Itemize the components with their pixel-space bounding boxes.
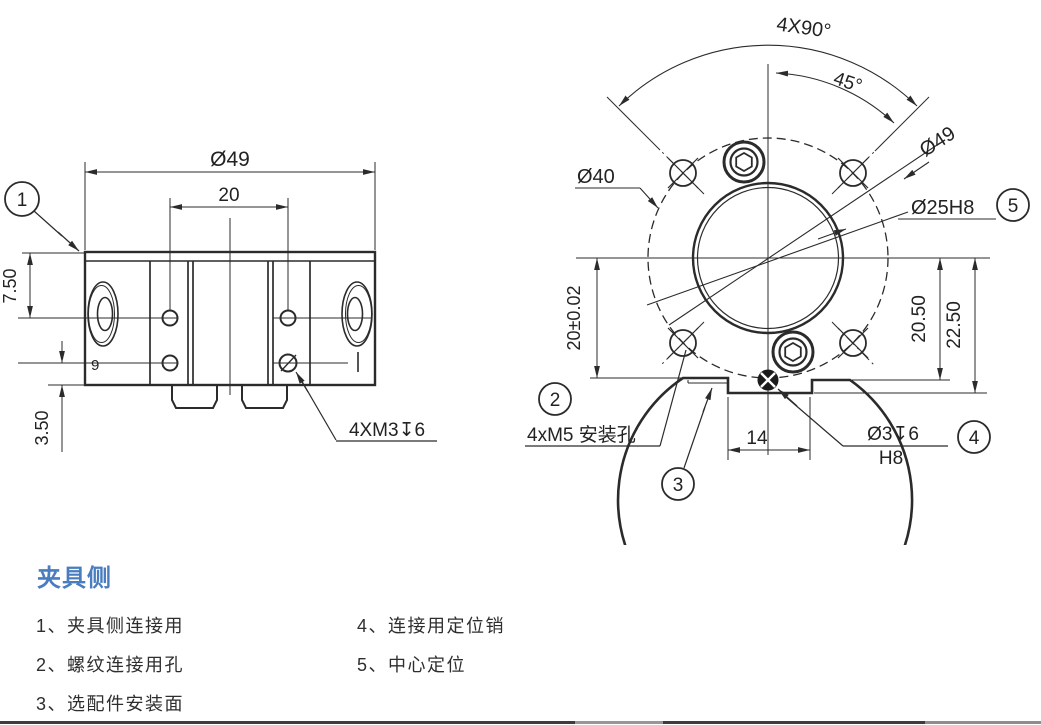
pin-fit-text: H8 <box>879 448 903 469</box>
side-hole-left <box>87 281 119 347</box>
dim-text-dia25h8: Ø25H8 <box>911 197 974 219</box>
balloon-5-number: 5 <box>1008 196 1019 217</box>
dim-text-2250: 22.50 <box>944 301 965 349</box>
side-pin-mark: 9 <box>91 357 99 374</box>
dim-flat-right <box>852 258 950 381</box>
balloon-2-number: 2 <box>550 390 561 411</box>
balloon-2 <box>538 382 572 416</box>
front-view-centerlines <box>576 64 990 455</box>
bottom-tab-right <box>241 385 288 409</box>
legend-item-1: 1、夹具侧连接用 <box>36 616 185 636</box>
dowel-pin <box>757 369 779 391</box>
dim-text-dia40: Ø40 <box>577 166 615 188</box>
legend-item-3: 3、选配件安装面 <box>36 694 185 714</box>
m5-mounting-holes <box>667 157 869 359</box>
front-view-outline <box>616 376 914 545</box>
balloon-1-number: 1 <box>17 190 28 211</box>
right-view-front: 4X90° 45° Ø40 Ø49 Ø25H8 5 <box>525 13 1030 545</box>
legend-item-2: 2、螺纹连接用孔 <box>36 655 185 675</box>
balloon-4 <box>957 420 991 454</box>
balloon-3-number: 3 <box>673 475 684 496</box>
dim-text-750: 7.50 <box>0 268 20 303</box>
hex-screw-bottom <box>771 330 815 374</box>
mount-callout-leader <box>525 349 687 447</box>
section-title: 夹具侧 <box>37 565 112 592</box>
leader-dia25 <box>646 211 996 306</box>
dim-bottom-offset <box>48 341 85 452</box>
bottom-divider <box>0 721 1041 724</box>
dim-text-dia49: Ø49 <box>210 148 250 171</box>
dim-text-20-002: 20±0.02 <box>564 286 584 351</box>
dim-center-to-flat <box>590 258 683 379</box>
dim-text-45: 45° <box>831 68 865 97</box>
thread-callout-leader <box>295 371 437 442</box>
thread-callout-text: 4XM3↧6 <box>349 420 425 441</box>
balloon-3 <box>661 387 713 501</box>
hole-cross-marks <box>667 157 869 359</box>
legend-item-5: 5、中心定位 <box>357 655 467 675</box>
leader-dia49 <box>668 142 941 326</box>
dim-top-offset <box>22 252 85 318</box>
side-hole-right <box>341 281 373 347</box>
dim-hole-spacing <box>169 198 289 311</box>
dim-text-20: 20 <box>218 185 239 206</box>
leader-dia40 <box>575 187 659 209</box>
mount-callout-text: 4xM5 安装孔 <box>527 424 636 446</box>
dim-text-350: 3.50 <box>32 410 52 445</box>
hex-screw-top <box>722 140 766 184</box>
pin-callout-text: Ø3↧6 <box>867 424 919 445</box>
dim-text-2050: 20.50 <box>909 295 930 343</box>
angle-extension-lines <box>606 96 930 152</box>
pin-callout-leader <box>777 388 948 447</box>
dim-outer-diameter <box>84 162 376 250</box>
dim-notch-depth <box>814 258 987 394</box>
side-view-centerlines <box>18 218 371 395</box>
dim-notch-width <box>727 397 811 460</box>
dim-arc-45 <box>775 70 895 124</box>
dim-text-14: 14 <box>746 428 768 449</box>
balloon-1 <box>4 181 80 252</box>
balloon-5 <box>996 188 1030 222</box>
legend-item-4: 4、连接用定位销 <box>357 616 506 636</box>
dim-text-dia49-front: Ø49 <box>916 122 960 161</box>
side-view-internal-edges <box>149 261 311 385</box>
left-view-side: 9 Ø49 20 7.50 3.50 <box>0 148 437 452</box>
bottom-tab-left <box>171 385 218 409</box>
technical-drawing: 9 Ø49 20 7.50 3.50 <box>0 13 1030 545</box>
dim-text-4x90: 4X90° <box>775 13 832 42</box>
balloon-4-number: 4 <box>969 428 980 449</box>
